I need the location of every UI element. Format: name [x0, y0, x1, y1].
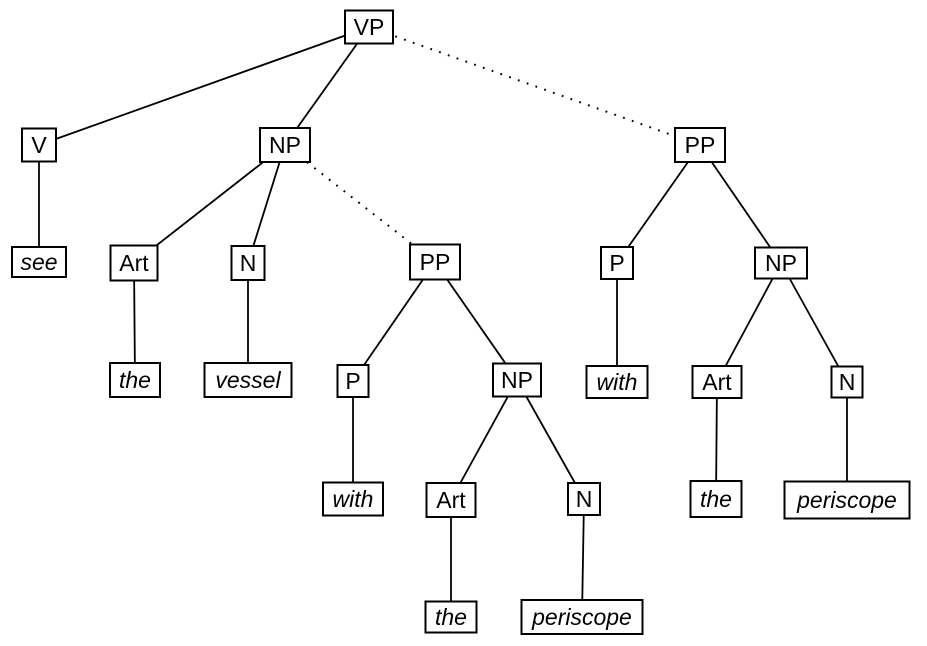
edge-n2-periscope1	[581, 498, 585, 618]
tree-node-art3: Art	[691, 365, 743, 399]
tree-node-see: see	[11, 246, 67, 278]
node-label-n3: N	[839, 369, 856, 395]
node-label-n1: N	[240, 250, 257, 276]
node-box-p1	[336, 364, 370, 398]
node-label-art1: Art	[119, 250, 149, 276]
edge-np1-art1	[133, 144, 286, 264]
node-box-n3	[830, 365, 864, 399]
node-box-np1	[259, 127, 311, 163]
node-box-pp1	[409, 243, 461, 281]
node-box-n2	[567, 482, 601, 516]
node-box-vessel	[203, 362, 293, 398]
node-label-vp: VP	[354, 14, 385, 40]
node-label-np1: NP	[269, 132, 301, 158]
node-box-periscope1	[520, 599, 644, 635]
node-label-see: see	[20, 249, 57, 275]
node-label-pp2: PP	[685, 132, 716, 158]
node-box-the3	[689, 480, 743, 518]
tree-node-the3: the	[689, 480, 743, 518]
node-box-n1	[230, 245, 266, 281]
node-label-art3: Art	[702, 369, 732, 395]
tree-node-with2: with	[585, 365, 649, 399]
node-label-the1: the	[119, 367, 151, 393]
tree-node-periscope1: periscope	[520, 599, 644, 635]
node-box-pp2	[674, 127, 726, 163]
tree-node-vessel: vessel	[203, 362, 293, 398]
node-box-see	[11, 246, 67, 278]
tree-node-p1: P	[336, 364, 370, 398]
node-box-the1	[109, 362, 161, 398]
edge-np3-art3	[716, 262, 782, 383]
node-box-art2	[425, 482, 477, 518]
tree-node-n2: N	[567, 482, 601, 516]
edge-art3-the3	[715, 381, 718, 500]
node-box-vp	[344, 9, 394, 45]
node-box-art1	[109, 244, 159, 282]
tree-node-n1: N	[230, 245, 266, 281]
edge-pp2-p2	[616, 144, 701, 264]
tree-node-art1: Art	[109, 244, 159, 282]
edge-np3-n3	[780, 262, 848, 383]
tree-node-np1: NP	[259, 127, 311, 163]
node-box-art3	[691, 365, 743, 399]
node-label-np2: NP	[501, 367, 533, 393]
tree-node-the2: the	[424, 600, 478, 634]
node-label-periscope1: periscope	[531, 604, 632, 630]
node-label-p1: P	[345, 368, 360, 394]
node-box-np3	[754, 246, 808, 280]
node-label-pp1: PP	[420, 249, 451, 275]
tree-node-np3: NP	[754, 246, 808, 280]
node-box-v	[21, 127, 57, 163]
node-label-vessel: vessel	[215, 367, 281, 393]
tree-node-with1: with	[322, 481, 384, 517]
tree-node-vp: VP	[344, 9, 394, 45]
edge-art1-the1	[133, 262, 136, 381]
node-box-the2	[424, 600, 478, 634]
edge-vp-np1	[284, 26, 370, 146]
node-box-with2	[585, 365, 649, 399]
tree-node-p2: P	[600, 246, 634, 280]
tree-node-pp1: PP	[409, 243, 461, 281]
node-box-periscope2	[783, 480, 911, 520]
edge-pp1-p1	[352, 261, 436, 382]
node-box-with1	[322, 481, 384, 517]
node-label-with2: with	[597, 369, 638, 395]
tree-node-v: V	[21, 127, 57, 163]
edge-np2-art2	[450, 379, 518, 501]
node-label-art2: Art	[436, 487, 466, 513]
tree-node-np2: NP	[492, 362, 542, 398]
tree-node-n3: N	[830, 365, 864, 399]
node-label-with1: with	[333, 486, 374, 512]
tree-node-art2: Art	[425, 482, 477, 518]
edge-vp-pp2-dotted	[368, 26, 701, 146]
node-label-np3: NP	[765, 250, 797, 276]
node-label-periscope2: periscope	[796, 487, 897, 513]
edge-pp1-np2	[434, 261, 518, 381]
tree-node-the1: the	[109, 362, 161, 398]
tree-node-periscope2: periscope	[783, 480, 911, 520]
edge-pp2-np3	[699, 144, 782, 264]
node-box-np2	[492, 362, 542, 398]
tree-node-pp2: PP	[674, 127, 726, 163]
edge-np1-n1	[247, 144, 286, 264]
node-label-p2: P	[609, 250, 624, 276]
node-box-p2	[600, 246, 634, 280]
node-label-n2: N	[576, 486, 593, 512]
edge-np2-n2	[516, 379, 585, 500]
node-label-the2: the	[435, 604, 467, 630]
node-label-v: V	[31, 132, 47, 158]
node-label-the3: the	[700, 486, 732, 512]
edge-np1-pp1-dotted	[284, 144, 436, 263]
edge-vp-v	[38, 26, 370, 146]
